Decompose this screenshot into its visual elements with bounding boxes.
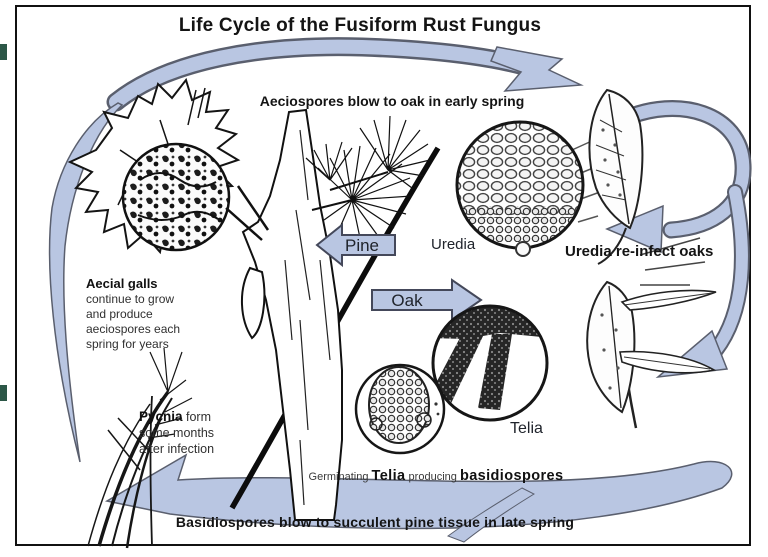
pine-needle-tuft — [305, 115, 431, 239]
pine-arrow-label: Pine — [344, 236, 380, 255]
germinating-pre: Germinating — [308, 471, 372, 483]
telia-label: Telia — [510, 420, 543, 437]
uredia-label: Uredia — [431, 236, 476, 253]
caption-aeciospores: Aeciospores blow to oak in early spring — [259, 93, 525, 109]
bottom-swoosh-arrow — [104, 453, 733, 543]
oak-leaf-top-right — [588, 88, 706, 286]
left-cycle-band — [48, 102, 124, 463]
pine-arrow — [315, 222, 396, 268]
caption-germinating-telia: Germinating Telia producing basidiospore… — [280, 468, 592, 484]
edge-mark — [0, 44, 7, 60]
pycnia-line: some months — [139, 426, 215, 440]
urediniospore-droplet — [515, 241, 531, 257]
oak-arrow-label: Oak — [391, 291, 423, 310]
aecial-galls-title: Aecial galls — [86, 276, 158, 291]
edge-mark — [0, 385, 7, 401]
pine-seedling-sketch — [87, 347, 193, 549]
germinating-mid: producing — [405, 471, 460, 483]
gall-magnifier-circle — [121, 142, 231, 252]
oak-branch-right — [586, 280, 717, 429]
top-arrowhead — [489, 46, 584, 92]
aecial-galls-line: spring for years — [86, 337, 169, 351]
pycnia-title-suffix: form — [182, 410, 212, 424]
germinating-telia-word: Telia — [371, 468, 406, 484]
oak-arrow — [371, 278, 483, 322]
pycnia-note: Pycnia form some months after infection — [139, 409, 214, 457]
reinfect-loop-arrow — [605, 100, 752, 254]
pycnia-title: Pycnia — [139, 409, 183, 424]
pycnia-line: after infection — [139, 442, 215, 456]
germinating-telia-circle — [354, 363, 446, 455]
aecial-galls-line: aeciospores each — [86, 322, 181, 336]
pine-branch-sketch — [225, 108, 431, 521]
top-arc-arrow — [106, 37, 584, 112]
aecial-galls-line: and produce — [86, 307, 153, 321]
diagram-title: Life Cycle of the Fusiform Rust Fungus — [178, 15, 542, 36]
caption-reinfect: Uredia re-infect oaks — [565, 243, 714, 260]
aecial-galls-line: continue to grow — [86, 292, 175, 306]
aecial-galls-note: Aecial galls continue to grow and produc… — [86, 276, 180, 352]
uredia-circle — [455, 120, 601, 257]
germinating-post: basidiospores — [459, 468, 564, 484]
loop-arrowhead — [605, 204, 664, 254]
caption-basidiospores: Basidiospores blow to succulent pine tis… — [175, 514, 575, 530]
